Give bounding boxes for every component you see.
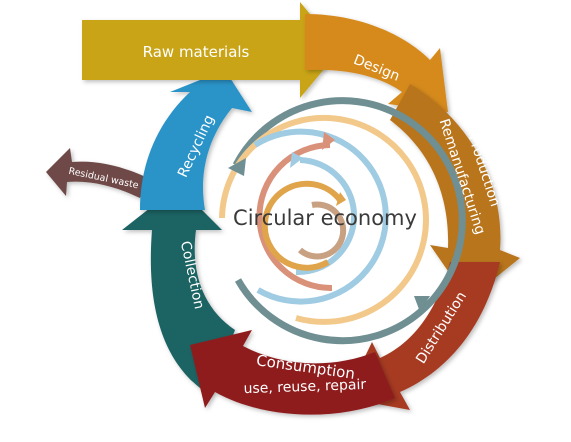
center-label: Circular economy <box>233 206 417 230</box>
ring-arrowhead <box>228 158 246 176</box>
recycling-arrow <box>140 70 252 210</box>
raw-materials-label: Raw materials <box>143 43 250 61</box>
ring-arrowhead <box>414 296 430 312</box>
ring-light-blue <box>253 128 389 305</box>
production-arrow <box>390 84 520 300</box>
residual-waste-arrow <box>46 148 148 198</box>
ring-arrowhead <box>336 192 346 206</box>
ring-salmon <box>256 142 333 292</box>
ring-orange <box>261 180 343 271</box>
ring-arrowhead <box>290 152 303 168</box>
raw-materials-arrow <box>82 2 340 98</box>
consumption-sub-label: use, reuse, repair <box>243 377 366 397</box>
consumption-arrow <box>190 330 395 415</box>
ring-outer-gray <box>232 97 466 345</box>
ring-tan <box>298 201 347 260</box>
ring-arrowhead <box>322 132 335 150</box>
inner-cycle-rings <box>219 97 466 345</box>
ring-light-orange <box>219 114 429 325</box>
